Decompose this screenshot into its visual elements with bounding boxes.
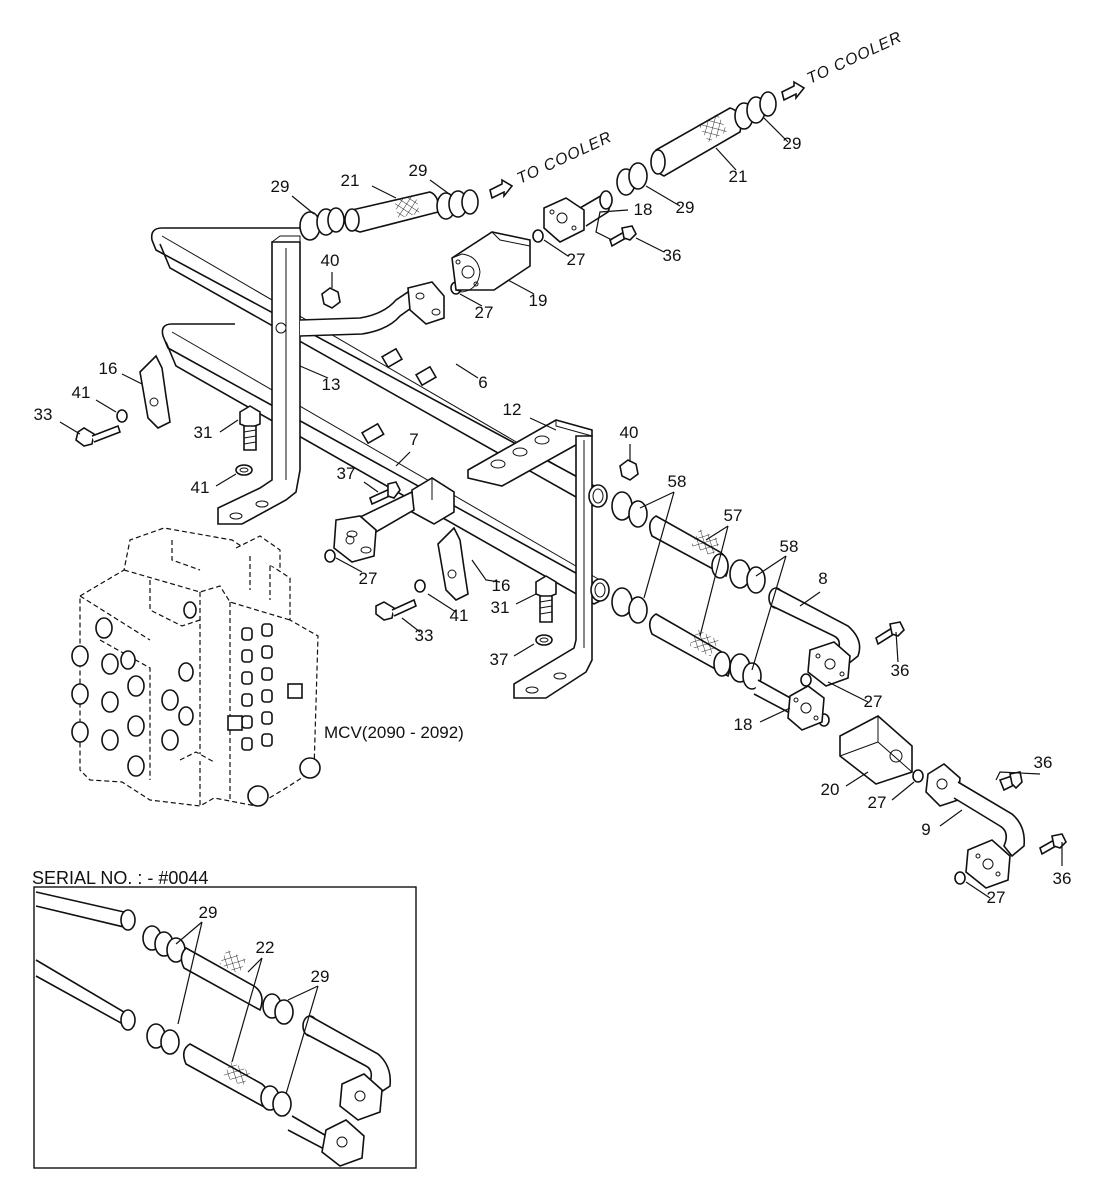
- callout-40: 40: [321, 251, 340, 270]
- main-control-valve: [71, 527, 321, 807]
- callout-29: 29: [271, 177, 290, 196]
- callout-27: 27: [567, 250, 586, 269]
- block-19: [451, 231, 531, 293]
- nut-40-upper: [321, 287, 341, 309]
- bolt-37-upper: [369, 481, 401, 506]
- o-ring-27: [324, 229, 966, 885]
- callout-8: 8: [818, 569, 827, 588]
- upper-inlet-pipe: [299, 281, 445, 337]
- pipe-6-end: [588, 484, 608, 508]
- pipe-7-end: [590, 578, 610, 602]
- callout-21: 21: [729, 167, 748, 186]
- callout-36: 36: [891, 661, 910, 680]
- callout-20: 20: [821, 780, 840, 799]
- callout-29: 29: [676, 198, 695, 217]
- clip-16-lower: [437, 526, 469, 601]
- callout-41: 41: [72, 383, 91, 402]
- callout-41: 41: [191, 478, 210, 497]
- callout-58: 58: [668, 472, 687, 491]
- bracket-12: [467, 419, 593, 699]
- hose-57-upper: [648, 515, 729, 579]
- callout-9: 9: [921, 820, 930, 839]
- callout-29: 29: [409, 161, 428, 180]
- washer-41-mid: [235, 464, 253, 476]
- callout-40: 40: [620, 423, 639, 442]
- pipe-18-upper: [543, 190, 613, 243]
- block-20: [839, 715, 913, 785]
- to-cooler-label-1: TO COOLER: [515, 129, 615, 188]
- callout-36: 36: [1034, 753, 1053, 772]
- callout-6: 6: [478, 373, 487, 392]
- clip-16-upper: [139, 354, 171, 429]
- callout-27: 27: [475, 303, 494, 322]
- callout-36: 36: [663, 246, 682, 265]
- pipe-18-lower: [753, 679, 825, 731]
- callout-22: 22: [256, 938, 275, 957]
- part-callouts: 29 21 29 29 21 29 18 27 36 40 27 19 16 13 6 41 33 12 31 40 7…: [34, 134, 1072, 986]
- callout-12: 12: [503, 400, 522, 419]
- pipe-8: [768, 587, 861, 687]
- bolt-31-upper: [239, 405, 261, 451]
- callout-27: 27: [864, 692, 883, 711]
- callout-31: 31: [194, 423, 213, 442]
- hose-21-right: [650, 107, 742, 177]
- callout-57: 57: [724, 506, 743, 525]
- callout-13: 13: [322, 375, 341, 394]
- callout-31: 31: [491, 598, 510, 617]
- to-cooler-arrow-1: TO COOLER: [489, 129, 615, 200]
- bolt-33-upper: [75, 424, 122, 447]
- callout-29: 29: [783, 134, 802, 153]
- callout-27: 27: [987, 888, 1006, 907]
- callout-27: 27: [359, 569, 378, 588]
- pipe-stubs: [360, 347, 438, 445]
- bolt-31-lower: [535, 575, 557, 623]
- leader-lines: [59, 117, 1063, 1095]
- callout-41: 41: [450, 606, 469, 625]
- mcv-label: MCV(2090 - 2092): [324, 723, 464, 742]
- callout-37: 37: [337, 464, 356, 483]
- bracket-13: [217, 235, 301, 525]
- pipe-9: [925, 763, 1026, 889]
- callout-29: 29: [199, 903, 218, 922]
- callout-18: 18: [734, 715, 753, 734]
- bolt-36-upper: [609, 225, 637, 248]
- washer-37-lower: [535, 634, 553, 646]
- nut-40-lower: [619, 459, 639, 481]
- callout-18: 18: [634, 200, 653, 219]
- callout-37: 37: [490, 650, 509, 669]
- lower-inlet-pipe: [333, 490, 415, 563]
- callout-58: 58: [780, 537, 799, 556]
- callout-7: 7: [409, 430, 418, 449]
- to-cooler-arrow-2: TO COOLER: [781, 29, 905, 102]
- callout-19: 19: [529, 291, 548, 310]
- serial-inset: [33, 886, 417, 1169]
- hose-57-lower: [648, 613, 731, 678]
- callout-29: 29: [311, 967, 330, 986]
- washer-41-lower: [414, 579, 426, 593]
- callout-27: 27: [868, 793, 887, 812]
- to-cooler-label-2: TO COOLER: [805, 29, 905, 88]
- bolt-33-lower: [375, 598, 417, 621]
- clamps-29-top: [299, 91, 777, 241]
- callout-21: 21: [341, 171, 360, 190]
- hose-21-left: [344, 191, 440, 233]
- serial-label: SERIAL NO. : - #0044: [32, 868, 208, 888]
- callout-33: 33: [34, 405, 53, 424]
- bolt-36-right-upper: [998, 771, 1023, 792]
- callout-16: 16: [492, 576, 511, 595]
- callout-36: 36: [1053, 869, 1072, 888]
- callout-33: 33: [415, 626, 434, 645]
- callout-16: 16: [99, 359, 118, 378]
- bolt-36-mid: [875, 621, 905, 646]
- washer-41-upper: [116, 409, 128, 423]
